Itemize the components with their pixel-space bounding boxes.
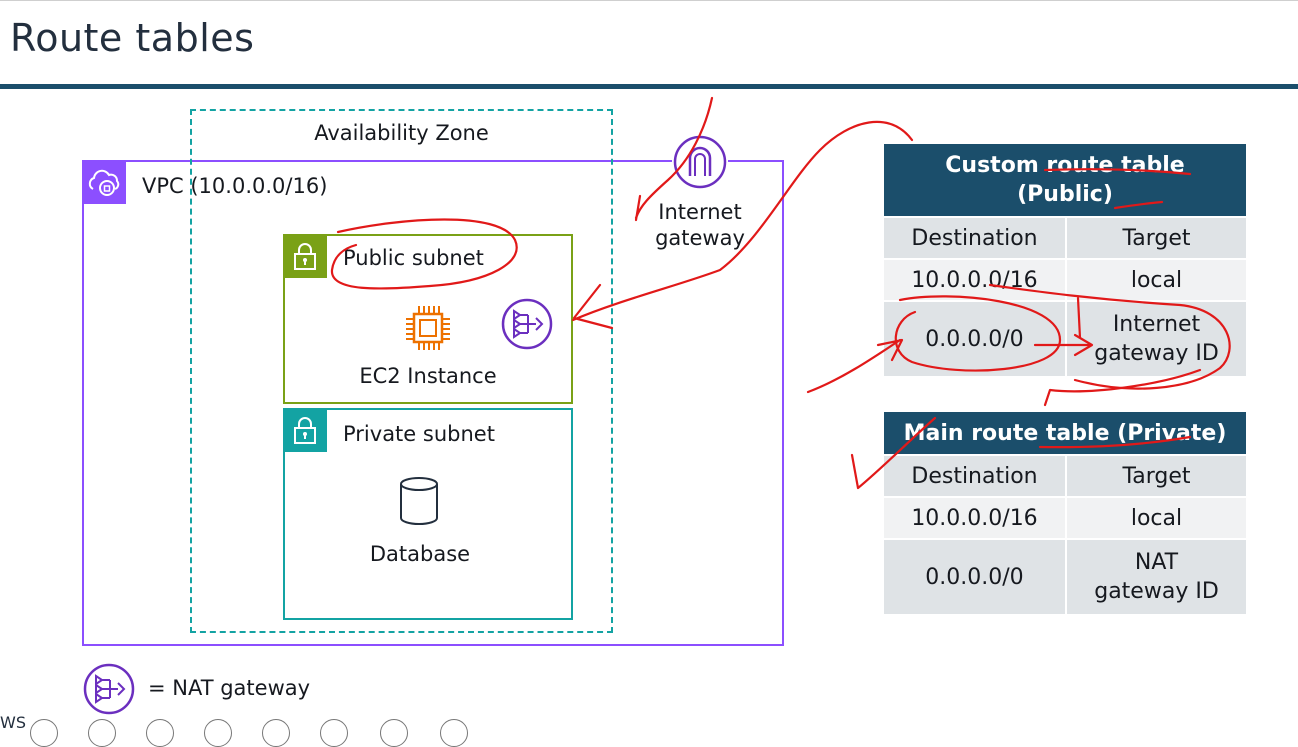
pen-tool-icon[interactable] (88, 719, 116, 747)
title-divider (0, 84, 1298, 89)
target-cell: NAT gateway ID (1066, 539, 1246, 616)
target-cell: local (1066, 497, 1246, 540)
public-subnet-lock-icon (283, 234, 327, 278)
destination-cell: 10.0.0.0/16 (884, 497, 1067, 540)
internet-gateway-label-line2: gateway (655, 226, 745, 250)
vpc-label: VPC (10.0.0.0/16) (142, 174, 328, 198)
internet-gateway-icon (672, 134, 728, 190)
vpc-container (82, 160, 784, 646)
destination-cell: 10.0.0.0/16 (884, 259, 1067, 302)
table-row: 10.0.0.0/16 local (884, 259, 1246, 302)
footer-tool-icon[interactable] (146, 719, 174, 747)
internet-gateway-label-line1: Internet (658, 200, 742, 224)
public-subnet-label: Public subnet (343, 246, 484, 270)
internet-gateway-label: Internet gateway (640, 199, 760, 251)
footer-tool-icon[interactable] (30, 719, 58, 747)
footer-tool-icon[interactable] (380, 719, 408, 747)
ec2-instance-label: EC2 Instance (359, 364, 497, 388)
top-divider (0, 0, 1298, 1)
vpc-cloud-icon (82, 160, 126, 204)
target-cell: Internet gateway ID (1066, 301, 1246, 378)
target-cell-line2: gateway ID (1094, 579, 1219, 604)
target-cell: local (1066, 259, 1246, 302)
target-cell-line1: NAT (1134, 550, 1179, 575)
nat-gateway-icon (500, 297, 554, 351)
target-cell-line2: gateway ID (1094, 341, 1219, 366)
custom-route-table-title: Custom route table (945, 153, 1185, 178)
availability-zone-label: Availability Zone (314, 121, 489, 145)
custom-route-table-subtitle: (Public) (1017, 182, 1113, 207)
main-route-table-title: Main route table (Private) (884, 412, 1246, 456)
slide-title: Route tables (10, 16, 255, 60)
column-header-destination: Destination (884, 455, 1067, 498)
table-row: 0.0.0.0/0 NAT gateway ID (884, 539, 1246, 616)
table-row: 0.0.0.0/0 Internet gateway ID (884, 301, 1246, 378)
footer-tool-icon[interactable] (440, 719, 468, 747)
availability-zone-container (190, 109, 613, 633)
destination-cell: 0.0.0.0/0 (884, 539, 1067, 616)
main-route-table: Main route table (Private) Destination T… (884, 412, 1246, 616)
private-subnet-lock-icon (283, 408, 327, 452)
table-header-row: Destination Target (884, 217, 1246, 260)
table-row: 10.0.0.0/16 local (884, 497, 1246, 540)
table-header-row: Destination Target (884, 455, 1246, 498)
footer-logo: WS (0, 713, 26, 732)
column-header-target: Target (1066, 455, 1246, 498)
private-subnet-label: Private subnet (343, 422, 495, 446)
footer-tool-icon[interactable] (204, 719, 232, 747)
database-label: Database (369, 542, 471, 566)
legend-label: = NAT gateway (148, 676, 311, 700)
custom-route-table-header: Custom route table (Public) (884, 144, 1246, 218)
ec2-chip-icon (402, 302, 454, 354)
legend-nat-gateway-icon (82, 662, 136, 716)
custom-route-table: Custom route table (Public) Destination … (884, 144, 1246, 378)
target-cell-line1: Internet (1112, 312, 1201, 337)
footer-tool-icon[interactable] (320, 719, 348, 747)
private-subnet-container (283, 408, 573, 620)
database-icon (396, 475, 442, 527)
destination-cell: 0.0.0.0/0 (884, 301, 1067, 378)
footer-tool-icon[interactable] (262, 719, 290, 747)
column-header-target: Target (1066, 217, 1246, 260)
column-header-destination: Destination (884, 217, 1067, 260)
